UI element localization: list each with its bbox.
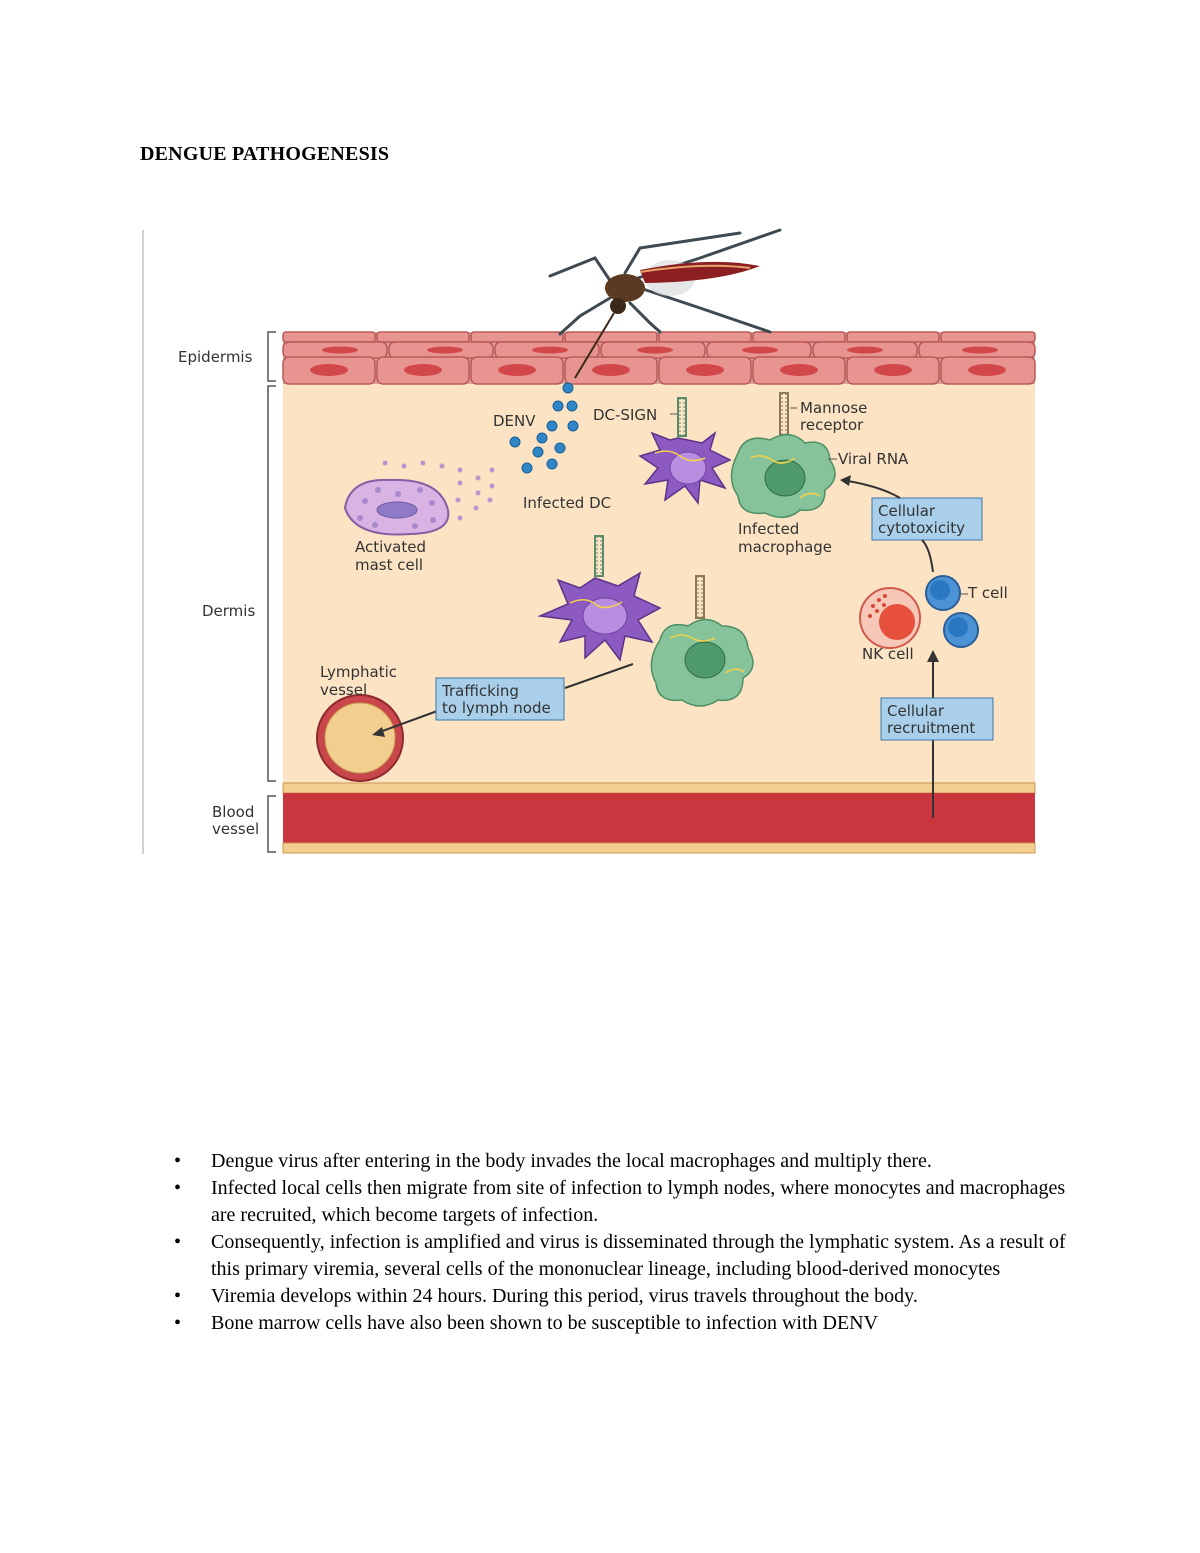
dengue-pathogenesis-figure: Epidermis Dermis Blood vessel DENV	[140, 228, 1045, 856]
page-title: DENGUE PATHOGENESIS	[140, 143, 390, 165]
label-viral-rna: Viral RNA	[838, 450, 909, 468]
cellular-recruitment-box: Cellular recruitment	[880, 697, 994, 741]
label-macrophage-line2: macrophage	[738, 538, 832, 556]
label-mannose-line2: receptor	[800, 416, 864, 434]
label-trafficking-line1: Trafficking	[441, 682, 519, 700]
infected-dendritic-cell	[638, 397, 732, 505]
migrating-macrophage	[650, 575, 754, 707]
nk-cell	[859, 587, 921, 649]
layer-brackets	[267, 331, 276, 853]
label-t-cell: T cell	[967, 584, 1008, 602]
label-mast-cell-line1: Activated	[355, 538, 426, 556]
list-item: • Viremia develops within 24 hours. Durin…	[170, 1283, 1070, 1310]
trafficking-box: Trafficking to lymph node	[435, 677, 565, 721]
bullet-text: Viremia develops within 24 hours. During…	[211, 1285, 918, 1307]
label-lymphatic-line1: Lymphatic	[320, 663, 397, 681]
label-recruitment-line1: Cellular	[887, 702, 945, 720]
mast-cell	[343, 460, 495, 536]
label-cytotoxicity-line2: cytotoxicity	[878, 519, 965, 537]
mosquito-illustration	[548, 228, 782, 379]
list-item: • Dengue virus after entering in the body…	[170, 1148, 1070, 1175]
bullet-icon: •	[174, 1231, 182, 1253]
label-epidermis: Epidermis	[178, 348, 253, 366]
list-item: • Consequently, infection is amplified an…	[170, 1229, 1070, 1283]
infected-macrophage	[730, 392, 836, 519]
bullet-text: Infected local cells then migrate from s…	[211, 1177, 1066, 1226]
label-denv: DENV	[493, 412, 536, 430]
label-infected-dc: Infected DC	[523, 494, 611, 512]
denv-particles	[509, 382, 579, 474]
label-lymphatic-line2: vessel	[320, 681, 367, 699]
label-macrophage-line1: Infected	[738, 520, 799, 538]
bullet-icon: •	[174, 1312, 182, 1334]
cellular-cytotoxicity-box: Cellular cytotoxicity	[871, 497, 983, 541]
label-nk-cell: NK cell	[862, 645, 914, 663]
list-item: • Infected local cells then migrate from …	[170, 1175, 1070, 1229]
migrating-dendritic-cell	[537, 535, 662, 662]
bullet-text: Consequently, infection is amplified and…	[211, 1231, 1066, 1280]
bullet-icon: •	[174, 1150, 182, 1172]
t-cells	[925, 575, 979, 648]
bullet-list: • Dengue virus after entering in the body…	[170, 1148, 1070, 1337]
label-dc-sign: DC-SIGN	[593, 406, 657, 424]
list-item: • Bone marrow cells have also been shown …	[170, 1310, 1070, 1337]
lymphatic-vessel	[316, 694, 404, 782]
bullet-icon: •	[174, 1177, 182, 1199]
label-dermis: Dermis	[202, 602, 255, 620]
label-mast-cell-line2: mast cell	[355, 556, 423, 574]
label-recruitment-line2: recruitment	[887, 719, 975, 737]
epidermis-layer	[282, 331, 1036, 385]
label-blood-line1: Blood	[212, 803, 254, 821]
label-trafficking-line2: to lymph node	[442, 699, 551, 717]
bullet-text: Bone marrow cells have also been shown t…	[211, 1312, 879, 1334]
label-blood-line2: vessel	[212, 820, 259, 838]
bullet-icon: •	[174, 1285, 182, 1307]
label-cytotoxicity-line1: Cellular	[878, 502, 936, 520]
blood-vessel-band	[282, 782, 1036, 854]
bullet-text: Dengue virus after entering in the body …	[211, 1150, 932, 1172]
label-mannose-line1: Mannose	[800, 399, 867, 417]
